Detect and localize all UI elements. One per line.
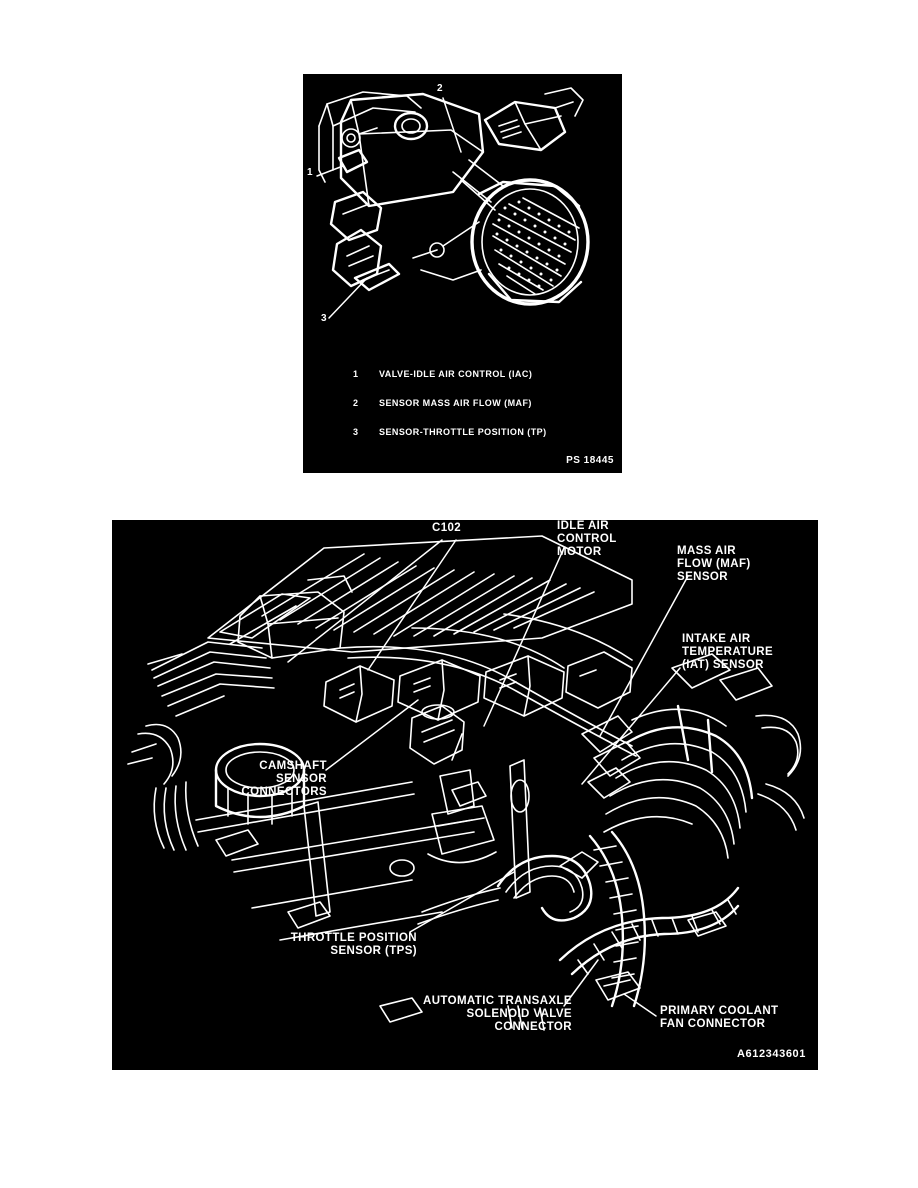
callout-leader-lines bbox=[316, 97, 462, 319]
figure-reference-code: A612343601 bbox=[736, 1048, 806, 1060]
legend-label: SENSOR-THROTTLE POSITION (TP) bbox=[379, 427, 547, 437]
legend-label: VALVE-IDLE AIR CONTROL (IAC) bbox=[379, 369, 533, 379]
label-throttle-position-sensor: THROTTLE POSITION SENSOR (TPS) bbox=[290, 932, 417, 957]
label-intake-air-temperature-sensor: INTAKE AIR TEMPERATURE (IAT) SENSOR bbox=[682, 633, 774, 671]
label-primary-coolant-fan-connector: PRIMARY COOLANT FAN CONNECTOR bbox=[660, 1005, 779, 1030]
legend-number: 3 bbox=[353, 427, 359, 437]
legend-row: 3 SENSOR-THROTTLE POSITION (TP) bbox=[353, 427, 603, 437]
label-leader-lines bbox=[287, 539, 689, 1017]
label-camshaft-sensor-connectors: CAMSHAFT SENSOR CONNECTORS bbox=[241, 760, 327, 798]
figure-legend: 1 VALVE-IDLE AIR CONTROL (IAC) 2 SENSOR … bbox=[353, 369, 603, 456]
figure-throttle-body-assembly: 1 2 3 1 VALVE-IDLE AIR CONTROL (IAC) 2 S… bbox=[303, 74, 622, 473]
legend-row: 1 VALVE-IDLE AIR CONTROL (IAC) bbox=[353, 369, 603, 379]
legend-label: SENSOR MASS AIR FLOW (MAF) bbox=[379, 398, 532, 408]
legend-number: 2 bbox=[353, 398, 359, 408]
callout-number-3: 3 bbox=[321, 313, 327, 324]
engine-compartment-line-art bbox=[127, 535, 805, 1031]
callout-number-2: 2 bbox=[437, 83, 443, 94]
label-c102: C102 bbox=[432, 522, 462, 534]
throttle-body-line-art bbox=[316, 87, 590, 319]
legend-row: 2 SENSOR MASS AIR FLOW (MAF) bbox=[353, 398, 603, 408]
label-idle-air-control-motor: IDLE AIR CONTROL MOTOR bbox=[557, 520, 617, 558]
label-automatic-transaxle-solenoid-valve-connector: AUTOMATIC TRANSAXLE SOLENOID VALVE CONNE… bbox=[422, 995, 572, 1033]
figure-engine-compartment-connectors: C102 IDLE AIR CONTROL MOTOR MASS AIR FLO… bbox=[112, 520, 818, 1070]
figure-reference-code: PS 18445 bbox=[566, 455, 614, 466]
legend-number: 1 bbox=[353, 369, 359, 379]
label-mass-air-flow-sensor: MASS AIR FLOW (MAF) SENSOR bbox=[677, 545, 751, 583]
callout-number-1: 1 bbox=[307, 167, 313, 178]
